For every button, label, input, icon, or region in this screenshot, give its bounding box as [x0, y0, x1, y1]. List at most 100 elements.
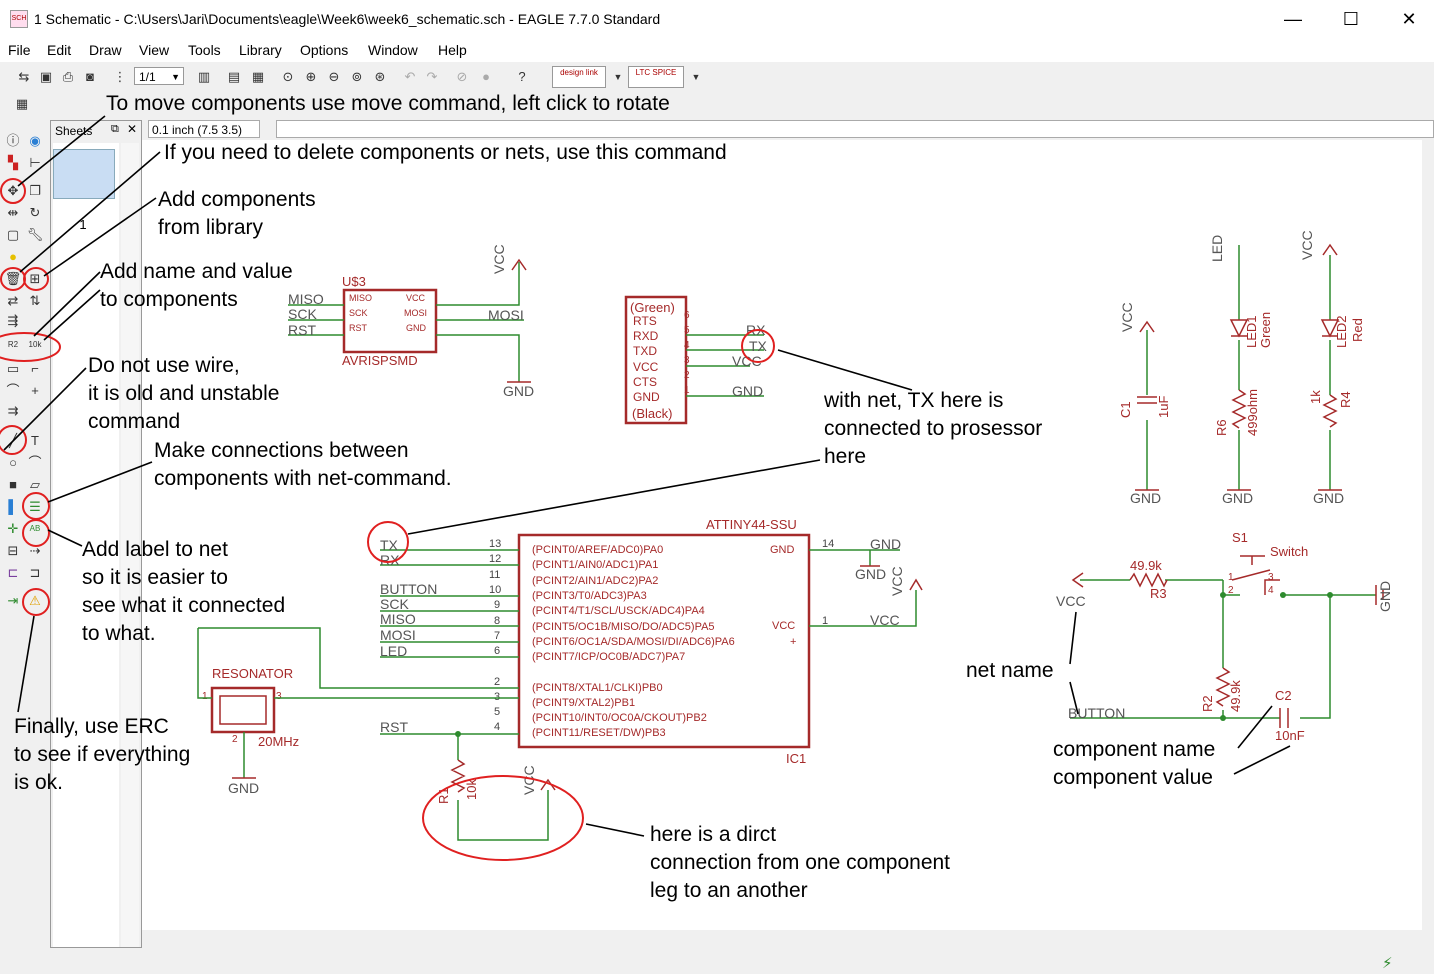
arc-icon[interactable]: ⌒ — [28, 455, 42, 470]
show-icon[interactable]: ◉ — [29, 133, 41, 148]
frame-icon[interactable]: ⇥ — [7, 593, 19, 608]
delete-icon[interactable]: 🗑︎ — [4, 271, 22, 286]
undo-icon[interactable]: ↶ — [404, 69, 416, 84]
port-icon[interactable]: ⊐ — [29, 565, 41, 580]
menu-window[interactable]: Window — [368, 42, 418, 58]
minimize-button[interactable]: — — [1284, 9, 1302, 29]
zoom-fit-icon[interactable]: ⊙ — [282, 69, 294, 84]
vertical-scrollbar[interactable] — [1422, 140, 1434, 930]
redo-icon[interactable]: ↷ — [426, 69, 438, 84]
paste-icon[interactable]: ● — [9, 249, 17, 264]
display-icon[interactable]: ▚ — [8, 155, 18, 170]
help-icon[interactable]: ? — [518, 69, 526, 84]
pinswap-icon[interactable]: ⇄ — [7, 293, 19, 308]
undock-icon[interactable]: ⧉ — [111, 123, 119, 135]
name-icon[interactable]: R2 — [7, 340, 19, 349]
attiny-pin: (PCINT6/OC1A/SDA/MOSI/DI/ADC6)PA6 — [532, 636, 735, 648]
script-icon[interactable]: ▤ — [227, 69, 241, 84]
run-icon[interactable]: ▦ — [251, 69, 265, 84]
ftdi-bottom: (Black) — [632, 406, 672, 421]
close-button[interactable]: ✕ — [1401, 9, 1417, 29]
horizontal-scrollbar[interactable] — [142, 930, 1422, 948]
ftdi-pin-num: 4 — [684, 340, 690, 351]
maximize-button[interactable]: ☐ — [1342, 9, 1360, 29]
zoom-in-icon[interactable]: ⊕ — [305, 69, 317, 84]
menu-view[interactable]: View — [139, 42, 170, 58]
junction-icon[interactable]: ✛ — [7, 521, 19, 536]
pin-number: 11 — [489, 569, 500, 581]
polygon-icon[interactable]: ▱ — [30, 477, 40, 492]
ftdi-pin-num: 1 — [684, 385, 690, 396]
board-icon[interactable]: ▥ — [197, 69, 211, 84]
switch-pin: 1 — [1228, 572, 1234, 583]
smash-icon[interactable]: ▭ — [6, 361, 20, 376]
module-icon[interactable]: ⊏ — [7, 565, 19, 580]
menu-file[interactable]: File — [8, 42, 31, 58]
print-icon[interactable]: ⎙ — [62, 69, 74, 84]
info-icon[interactable]: ⓘ — [6, 133, 20, 148]
menu-draw[interactable]: Draw — [89, 42, 122, 58]
go-icon[interactable]: ● — [482, 69, 490, 84]
mirror-icon[interactable]: ⇹ — [7, 205, 19, 220]
led2-name: LED2 — [1334, 315, 1349, 348]
zoom-select-icon[interactable]: ⊛ — [374, 69, 386, 84]
annotation-add: Add components from library — [158, 188, 316, 239]
erc-warning-icon[interactable]: ⚠ — [29, 593, 41, 608]
zoom-redraw-icon[interactable]: ⊚ — [351, 69, 363, 84]
label-icon[interactable]: AB — [29, 524, 41, 533]
close-panel-icon[interactable]: ✕ — [127, 122, 138, 136]
rect-icon[interactable]: ■ — [9, 477, 17, 492]
miter-icon[interactable]: ⌐ — [31, 361, 39, 376]
copy-icon[interactable]: ❐ — [29, 183, 41, 198]
zoom-out-icon[interactable]: ⊖ — [328, 69, 340, 84]
annotation-move: To move components use move command, lef… — [106, 92, 670, 115]
design-link-button[interactable]: design link — [552, 66, 606, 88]
net-label: SCK — [288, 306, 317, 322]
rotate-icon[interactable]: ↻ — [29, 205, 41, 220]
gateswap-icon[interactable]: ⇶ — [7, 313, 19, 328]
sheet-thumbnail[interactable] — [53, 149, 115, 199]
text-icon[interactable]: T — [31, 433, 39, 448]
move-icon[interactable]: ✥ — [7, 183, 19, 198]
cam-icon[interactable]: ◙ — [86, 69, 94, 84]
group-icon[interactable]: ▢ — [6, 227, 20, 242]
pin-number: 3 — [494, 691, 500, 703]
dimension-icon[interactable]: ⇢ — [29, 543, 41, 558]
chevron-down-icon[interactable]: ▼ — [691, 72, 701, 82]
pin-number: 13 — [489, 538, 501, 550]
stop-icon[interactable]: ⊘ — [456, 69, 468, 84]
menu-edit[interactable]: Edit — [47, 42, 72, 58]
schematic-canvas[interactable]: U$3 AVRISPSMD MISO SCK RST VCC MOSI GND … — [142, 140, 1434, 930]
value-icon[interactable]: 10k — [28, 340, 42, 349]
menu-tools[interactable]: Tools — [188, 42, 221, 58]
grid-icon[interactable]: ▦ — [15, 96, 29, 111]
open-icon[interactable]: ⇆ — [18, 69, 30, 84]
sheet-select[interactable]: 1/1▼ — [134, 67, 184, 85]
split-icon[interactable]: ⌒ — [6, 383, 20, 398]
change-icon[interactable]: 🔧︎ — [26, 227, 44, 242]
switch-pin: 3 — [1268, 572, 1274, 583]
sheet-icon[interactable]: ⋮ — [113, 69, 127, 84]
menu-options[interactable]: Options — [300, 42, 349, 58]
circle-icon[interactable]: ○ — [9, 455, 17, 470]
gnd-label: GND — [1222, 490, 1253, 506]
sheets-scrollbar[interactable] — [121, 143, 139, 947]
wire-icon[interactable]: ╱ — [9, 433, 17, 448]
net-icon[interactable]: ☰ — [29, 499, 41, 514]
bus-icon[interactable]: ▌ — [8, 499, 18, 514]
menu-help[interactable]: Help — [438, 42, 467, 58]
command-line-input[interactable] — [276, 120, 1434, 138]
switch-name: S1 — [1232, 530, 1248, 545]
r6-value: 499ohm — [1245, 389, 1260, 436]
save-icon[interactable]: ▣ — [39, 69, 53, 84]
net-label: LED — [380, 643, 407, 659]
add-icon[interactable]: ⊞ — [29, 271, 41, 286]
menu-library[interactable]: Library — [239, 42, 282, 58]
attribute-icon[interactable]: ⊟ — [7, 543, 19, 558]
invoke-icon[interactable]: ⇉ — [7, 403, 19, 418]
ltspice-button[interactable]: LTC SPICE — [628, 66, 684, 88]
replace-icon[interactable]: ⇅ — [29, 293, 41, 308]
optimize-icon[interactable]: + — [31, 383, 39, 398]
mark-icon[interactable]: ⊢ — [29, 155, 41, 170]
chevron-down-icon[interactable]: ▼ — [613, 72, 623, 82]
